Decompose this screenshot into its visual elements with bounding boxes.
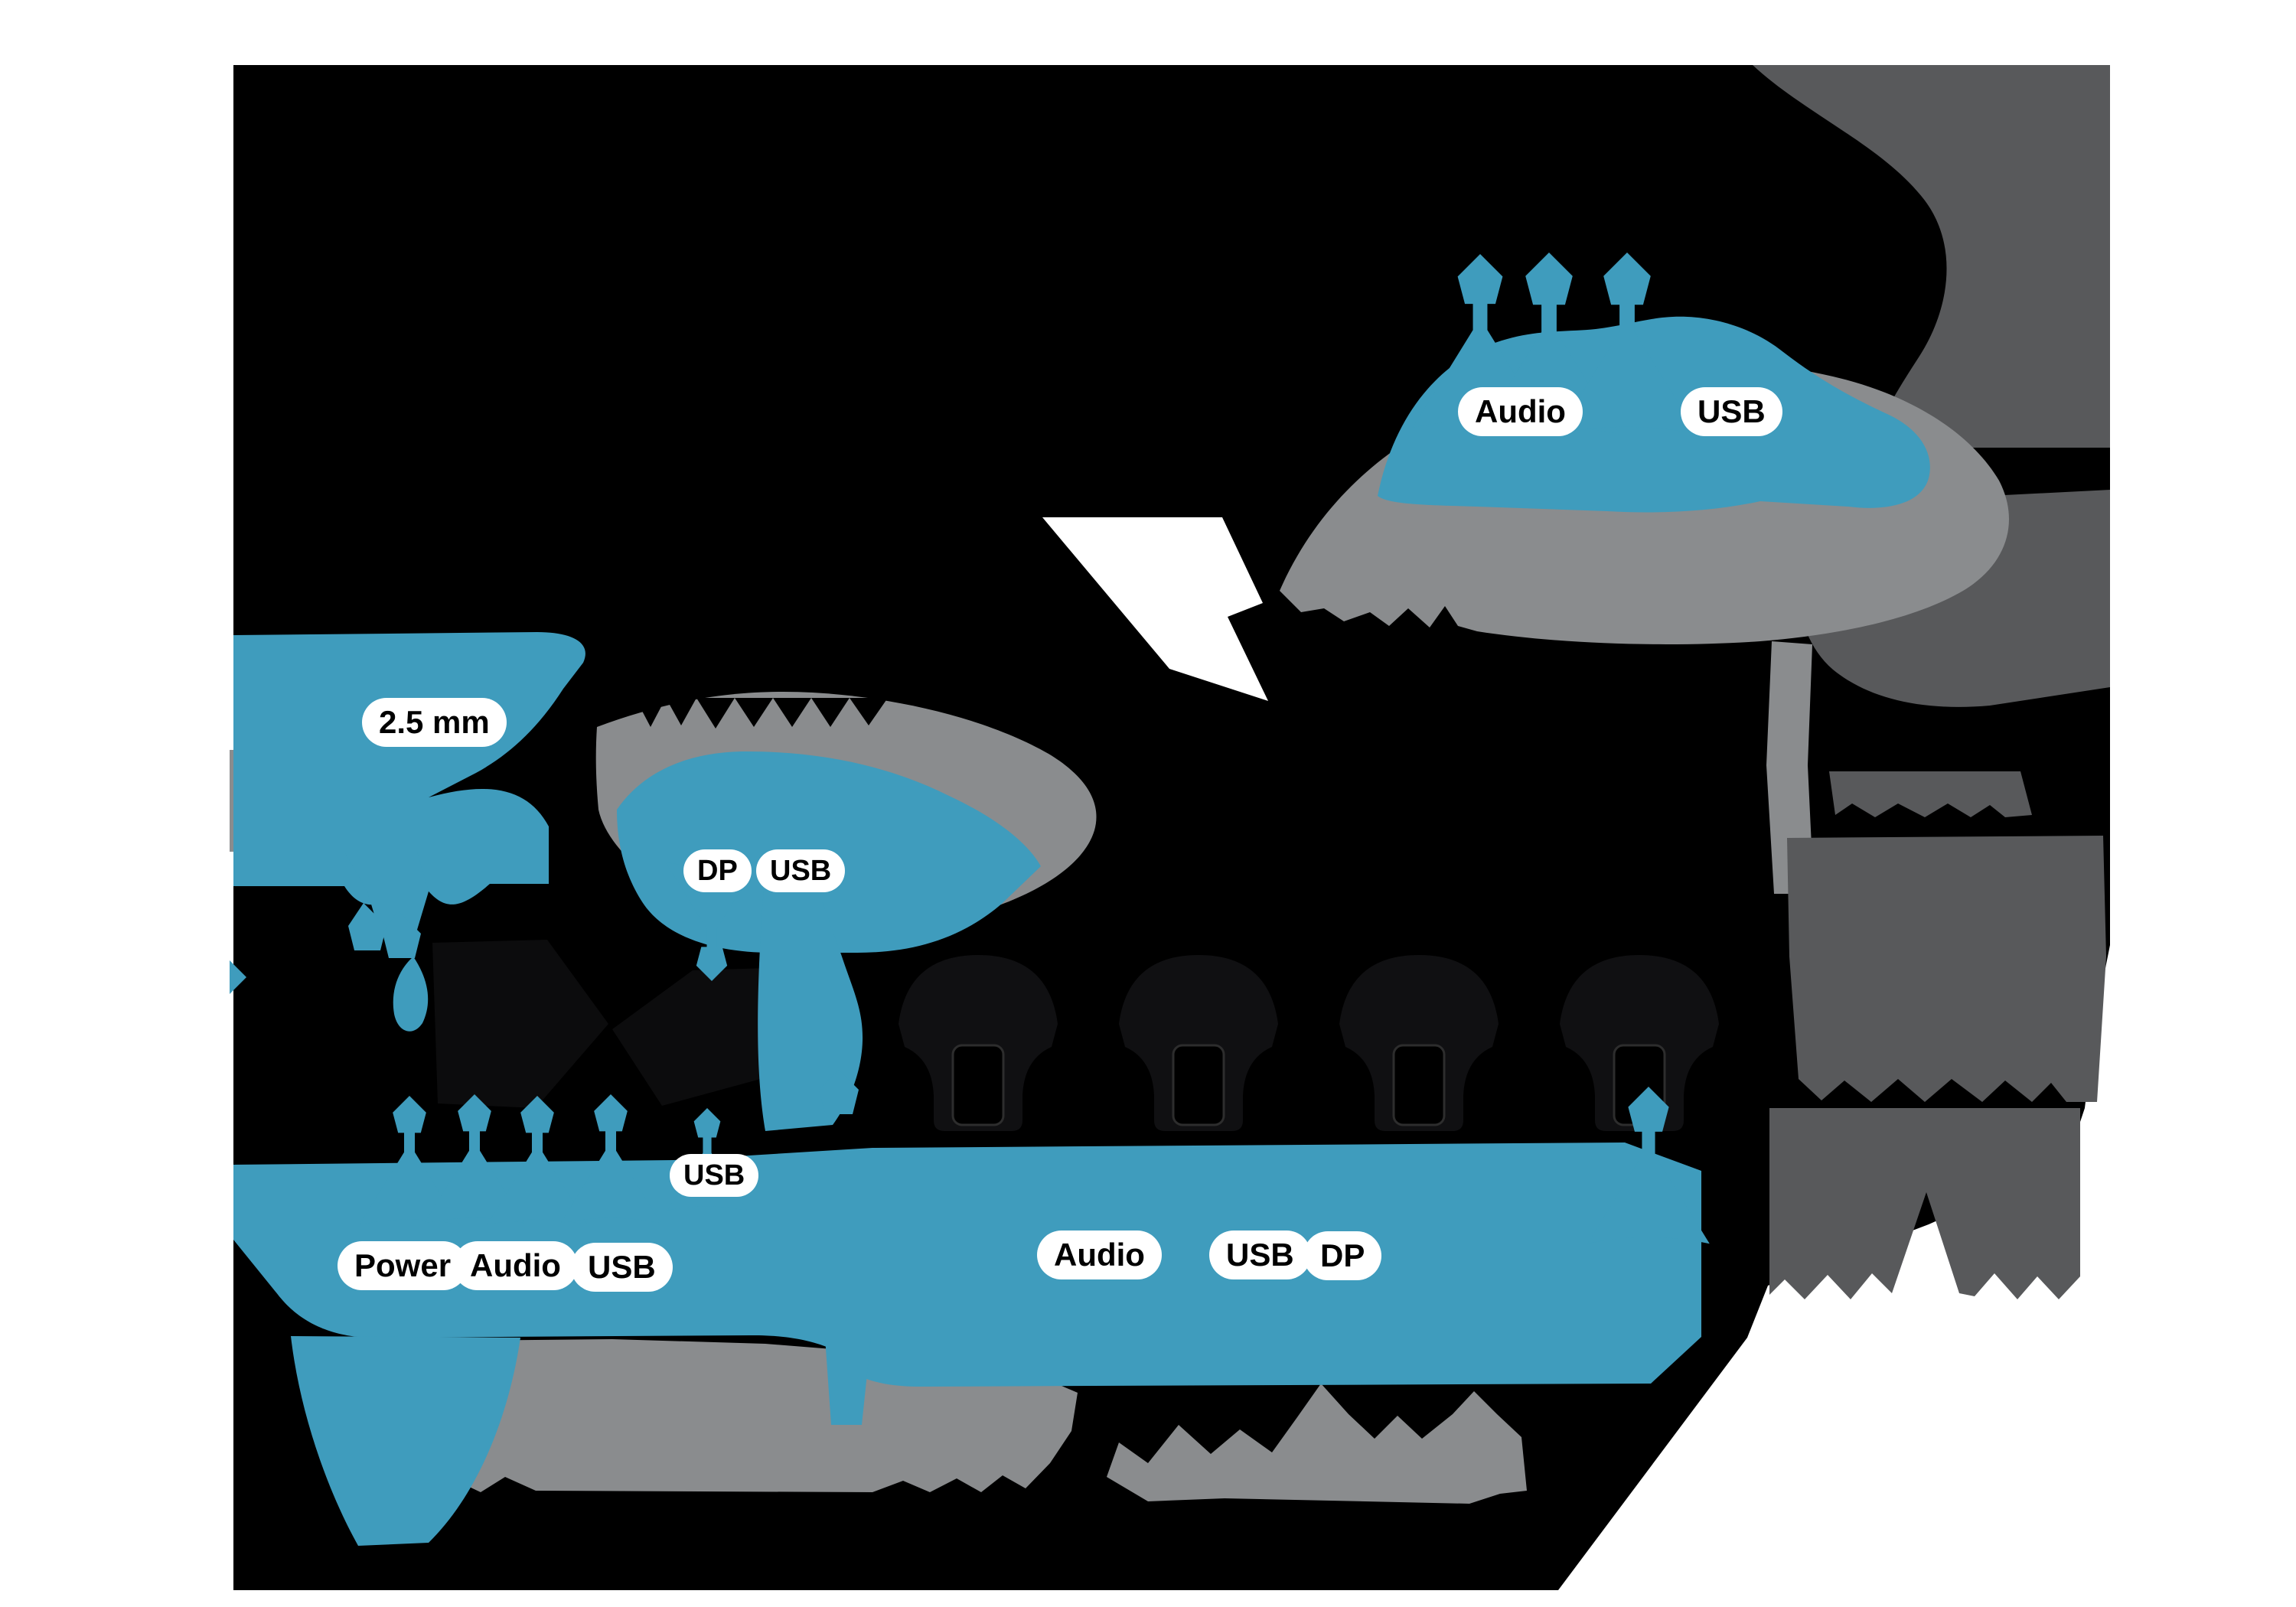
blue-cable-shapes (230, 253, 1930, 1546)
callout-pill-usb-mid: USB (756, 849, 846, 892)
callout-pill-usb-bl: USB (571, 1243, 673, 1292)
callout-pill-usb-top: USB (1681, 387, 1782, 436)
callout-pill-power: Power (338, 1241, 468, 1290)
callout-pill-usb-panel: USB (670, 1154, 759, 1197)
callout-pill-dp-mid: DP (683, 849, 752, 892)
callout-pill-usb-bm: USB (1209, 1231, 1311, 1279)
callout-pill-dp-bm: DP (1303, 1231, 1382, 1280)
callout-pill-audio-bm: Audio (1037, 1231, 1162, 1279)
callout-pill-audio-bl: Audio (453, 1241, 578, 1290)
white-wedge-shape (1042, 517, 1268, 701)
left-cable-blob (233, 632, 585, 905)
dark-gray-text-block (1769, 771, 2106, 1299)
text-teeth-overlay (635, 698, 888, 729)
callout-pill-audio-top: Audio (1458, 387, 1583, 436)
callout-pill-25mm: 2.5 mm (362, 698, 507, 747)
